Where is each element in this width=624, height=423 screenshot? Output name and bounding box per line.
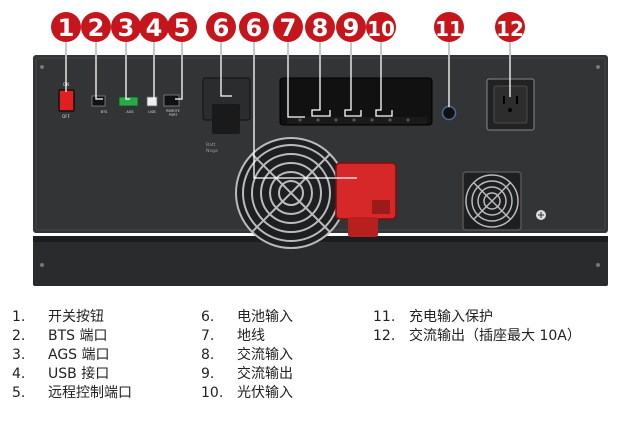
legend-number: 3. xyxy=(12,347,26,363)
legend-number: 12. xyxy=(373,328,396,344)
screw-icon xyxy=(596,263,600,267)
callout-number: 11 xyxy=(435,17,463,41)
callout-circle xyxy=(239,12,269,42)
legend-number: 4. xyxy=(12,366,26,382)
callout-circle xyxy=(206,12,236,42)
legend-number: 9. xyxy=(201,366,215,382)
legend-item: 3. AGS 端口 xyxy=(12,346,132,365)
callout-circle xyxy=(495,12,525,42)
callout-circle xyxy=(366,12,396,42)
callout-number: 6 xyxy=(213,14,230,42)
legend-number: 11. xyxy=(373,309,396,325)
callout-circle xyxy=(273,12,303,42)
outlet-slot xyxy=(503,96,505,104)
legend-column-2: 6. 电池输入 7. 地线 8. 交流输入 9. 交流输出 10. 光伏输入 xyxy=(201,308,293,403)
legend-item: 7. 地线 xyxy=(201,327,293,346)
legend-number: 1. xyxy=(12,309,26,325)
callout-number: 9 xyxy=(343,14,360,42)
legend-text: 交流输出（插座最大 10A） xyxy=(409,328,581,344)
terminal-strip-label-band xyxy=(287,117,427,124)
screw-icon xyxy=(596,65,600,69)
callout-circle xyxy=(336,12,366,42)
callout-circle xyxy=(51,12,81,42)
callout-circle xyxy=(111,12,141,42)
callout-number: 1 xyxy=(58,14,75,42)
legend-item: 6. 电池输入 xyxy=(201,308,293,327)
switch-off-label: OFF xyxy=(62,114,70,119)
callout-number: 3 xyxy=(118,14,135,42)
screw-icon xyxy=(40,65,44,69)
callout-number: 12 xyxy=(496,17,524,41)
callout-number: 10 xyxy=(367,17,395,41)
battery-negative-bolt xyxy=(212,104,240,134)
legend-number: 8. xyxy=(201,347,215,363)
outlet-slot xyxy=(516,96,518,104)
legend-text: 开关按钮 xyxy=(48,309,104,325)
legend-text: 交流输出 xyxy=(237,366,293,382)
ags-port xyxy=(118,96,139,107)
legend-text: USB 接口 xyxy=(48,366,110,382)
callout-number: 6 xyxy=(246,14,263,42)
callout-circle xyxy=(167,12,197,42)
legend-number: 5. xyxy=(12,385,26,401)
legend-text: 地线 xyxy=(237,328,265,344)
legend-item: 10. 光伏输入 xyxy=(201,384,293,403)
leader-lines-dark xyxy=(65,40,511,55)
ags-label: AGS xyxy=(126,110,134,114)
callout-number: 5 xyxy=(174,14,191,42)
legend-item: 9. 交流输出 xyxy=(201,365,293,384)
legend-text: AGS 端口 xyxy=(48,347,110,363)
callout-circle xyxy=(434,12,464,42)
legend-number: 7. xyxy=(201,328,215,344)
legend-text: 光伏输入 xyxy=(237,385,293,401)
outlet-ground xyxy=(508,108,512,112)
legend-text: 电池输入 xyxy=(237,309,293,325)
callout-circle xyxy=(305,12,335,42)
legend-number: 2. xyxy=(12,328,26,344)
remote-label: REMOTE xyxy=(166,109,179,113)
bts-port xyxy=(91,95,106,107)
charge-breaker xyxy=(441,105,457,121)
legend-item: 11. 充电输入保护 xyxy=(373,308,581,327)
legend-text: 远程控制端口 xyxy=(48,385,132,401)
battery-label-1: Batt xyxy=(206,142,216,148)
legend-item: 8. 交流输入 xyxy=(201,346,293,365)
legend-text: BTS 端口 xyxy=(48,328,108,344)
callout-circle xyxy=(139,12,169,42)
legend-item: 2. BTS 端口 xyxy=(12,327,132,346)
remote-label-2: PORT xyxy=(169,113,177,117)
terminal-screws xyxy=(298,118,410,122)
panel-base xyxy=(33,241,608,286)
legend-column-3: 11. 充电输入保护 12. 交流输出（插座最大 10A） xyxy=(373,308,581,346)
main-fan-icon xyxy=(235,137,347,249)
power-switch xyxy=(58,89,75,112)
battery-label-2: Nega xyxy=(206,148,218,154)
callout-number: 7 xyxy=(280,14,297,42)
legend-item: 4. USB 接口 xyxy=(12,365,132,384)
legend-number: 10. xyxy=(201,385,224,401)
legend-text: 充电输入保护 xyxy=(409,309,493,325)
legend-column-1: 1. 开关按钮 2. BTS 端口 3. AGS 端口 4. USB 接口 5. 远程控制端口 xyxy=(12,308,132,403)
inverter-rear-panel-diagram: ON OFF BTS AGS USB REMOTE PORT Batt Nega xyxy=(33,12,608,286)
screw-icon xyxy=(40,263,44,267)
usb-port xyxy=(146,96,158,107)
battery-positive-cover xyxy=(335,162,397,237)
callout-circle xyxy=(81,12,111,42)
bts-label: BTS xyxy=(101,110,109,114)
legend-number: 6. xyxy=(201,309,215,325)
aux-fan-icon xyxy=(462,171,522,231)
legend-item: 12. 交流输出（插座最大 10A） xyxy=(373,327,581,346)
legend-text: 交流输入 xyxy=(237,347,293,363)
callout-number: 8 xyxy=(312,14,329,42)
callout-number: 2 xyxy=(88,14,105,42)
terminal-strip xyxy=(279,77,433,126)
legend-item: 5. 远程控制端口 xyxy=(12,384,132,403)
legend-item: 1. 开关按钮 xyxy=(12,308,132,327)
remote-port xyxy=(163,94,180,107)
callout-number: 4 xyxy=(146,14,163,42)
usb-label: USB xyxy=(148,110,156,114)
